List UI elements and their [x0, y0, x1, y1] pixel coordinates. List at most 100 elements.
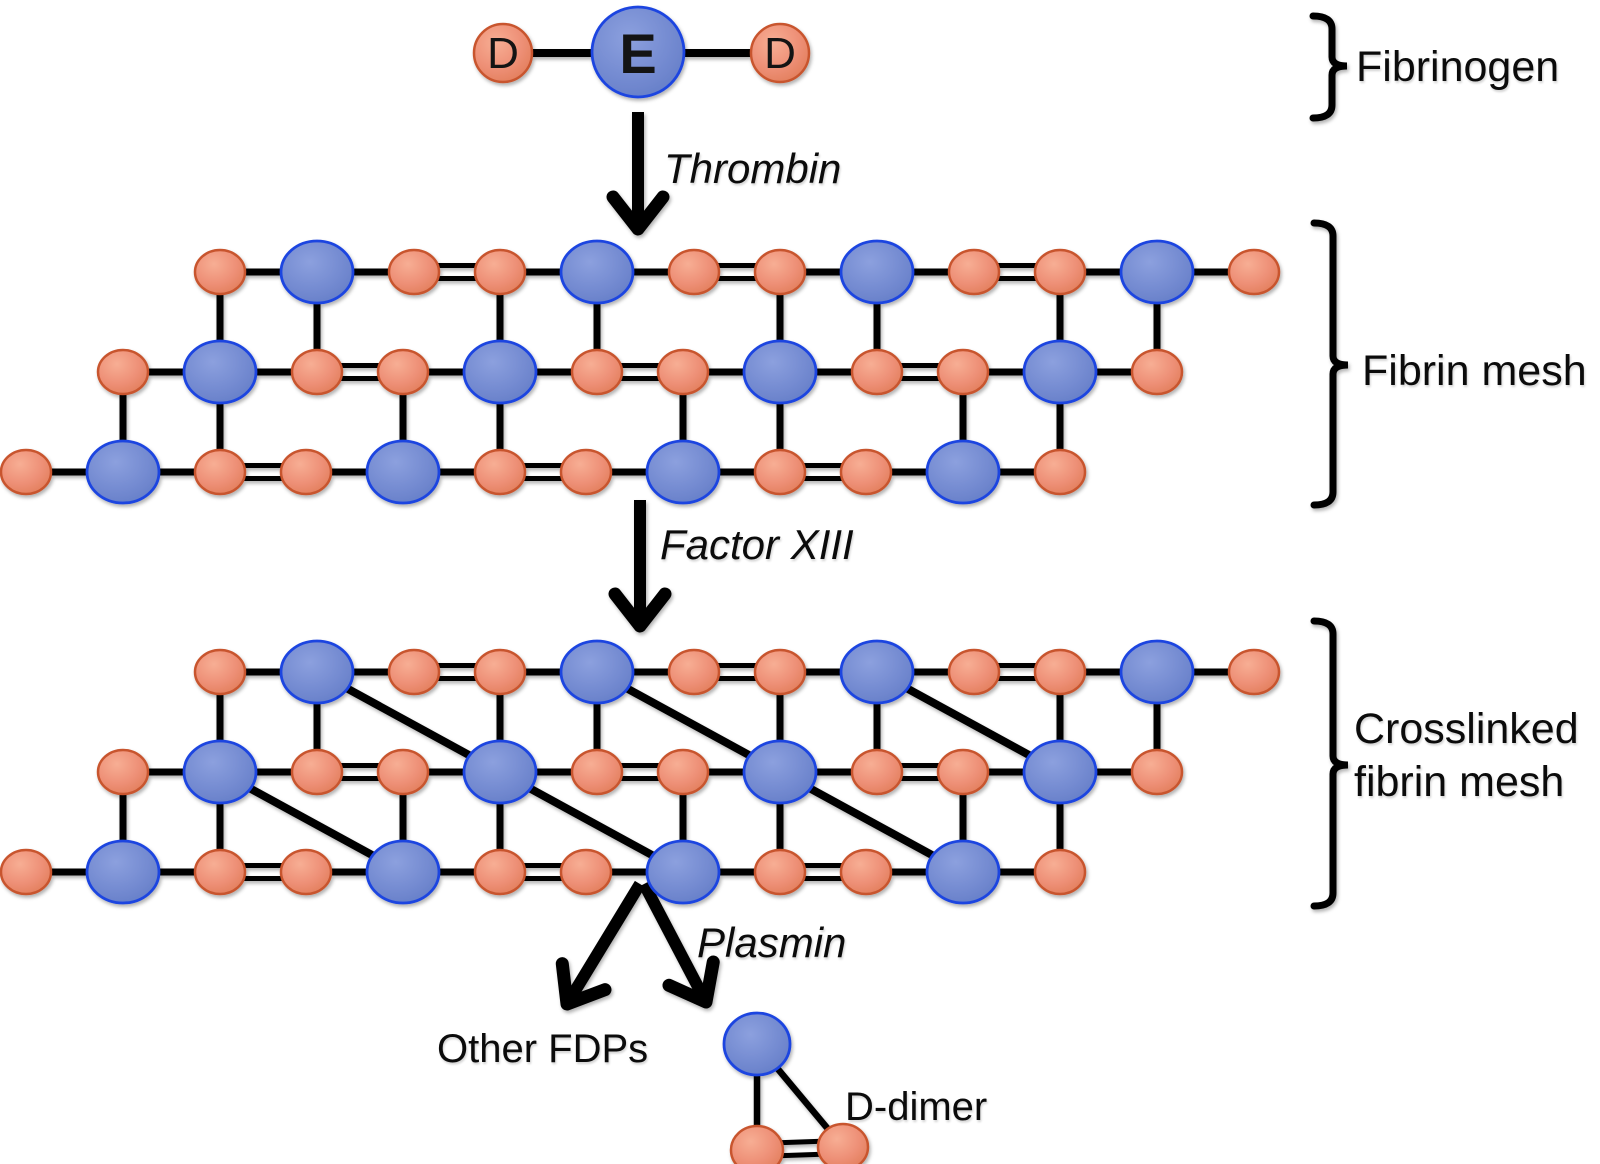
fibrin-mesh-e-node: [1022, 339, 1098, 405]
crosslinked-fibrin-mesh: [0, 639, 1281, 905]
fibrin-mesh-d-node: [1130, 348, 1184, 396]
fibrin-mesh-nodes: [0, 239, 1281, 505]
fibrin-mesh-d-node: [279, 448, 333, 496]
fibrin-mesh-d-node: [559, 448, 613, 496]
label-factor-xiii: Factor XIII: [660, 521, 854, 568]
plasmin-arrow-left-shaft: [564, 880, 646, 1003]
crosslinked-fibrin-mesh-d-node: [667, 648, 721, 696]
d-dimer-d-node: [816, 1122, 870, 1164]
crosslinked-fibrin-mesh-e-node: [839, 639, 915, 705]
fibrin-mesh-d-node: [193, 448, 247, 496]
label-other-fdps: Other FDPs: [437, 1027, 649, 1071]
label-crosslinked-line2: fibrin mesh: [1354, 758, 1565, 806]
label-crosslinked-line1: Crosslinked: [1354, 705, 1579, 753]
fibrin-mesh-d-node: [1227, 248, 1281, 296]
crosslinked-fibrin-mesh-d-node: [96, 748, 150, 796]
fibrin-mesh-bracket: [1310, 219, 1349, 509]
fibrin-mesh-e-node: [925, 439, 1001, 505]
crosslinked-fibrin-mesh-e-node: [279, 639, 355, 705]
d-dimer-d-node: [729, 1124, 785, 1164]
fibrin-mesh-e-node: [742, 339, 818, 405]
label-d-dimer: D-dimer: [845, 1085, 988, 1129]
plasmin-arrow-right-shaft: [638, 881, 709, 1001]
fibrinogen-d-left-label: D: [487, 29, 519, 78]
fibrin-mesh-e-node: [559, 239, 635, 305]
fibrin-mesh-bracket-path: [1310, 219, 1349, 509]
fibrinogen-molecule: [472, 5, 811, 99]
d-dimer-molecule: [722, 1011, 870, 1164]
fibrin-mesh-d-node: [193, 248, 247, 296]
crosslinked-fibrin-mesh-d-node: [559, 848, 613, 896]
fibrin-mesh-d-node: [96, 348, 150, 396]
crosslinked-fibrin-mesh-d-node: [1130, 748, 1184, 796]
fibrin-mesh-e-node: [85, 439, 161, 505]
crosslinked-fibrin-mesh-e-node: [365, 839, 441, 905]
fibrin-mesh-d-node: [839, 448, 893, 496]
fibrin-mesh-d-node: [387, 248, 441, 296]
fibrin-mesh-e-node: [1119, 239, 1195, 305]
fibrin-mesh-d-node: [1033, 248, 1087, 296]
thrombin-arrow-head: [606, 190, 670, 236]
fibrinogen-d-node: [749, 22, 811, 84]
fibrin-mesh-d-node: [753, 248, 807, 296]
crosslinked-fibrin-mesh-d-node: [193, 648, 247, 696]
label-plasmin: Plasmin: [697, 919, 847, 966]
fibrin-mesh-d-node: [667, 248, 721, 296]
crosslinked-fibrin-mesh-d-node: [279, 848, 333, 896]
fibrin-mesh-d-node: [570, 348, 624, 396]
crosslinked-mesh-bracket: [1310, 617, 1349, 910]
fibrin-mesh-d-node: [936, 348, 990, 396]
plasmin-arrow-left-head: [555, 957, 612, 1011]
fibrin-mesh-d-node: [850, 348, 904, 396]
fibrin-mesh-d-node: [1033, 448, 1087, 496]
fibrinogen-bracket: [1309, 12, 1348, 122]
fibrin-mesh-d-node: [0, 448, 53, 496]
crosslinked-fibrin-mesh-d-node: [387, 648, 441, 696]
crosslinked-fibrin-mesh-d-node: [473, 648, 527, 696]
crosslinked-fibrin-mesh-d-node: [473, 848, 527, 896]
crosslinked-fibrin-mesh-e-node: [462, 739, 538, 805]
crosslinked-fibrin-mesh-d-node: [1033, 848, 1087, 896]
fibrin-mesh-d-node: [376, 348, 430, 396]
crosslinked-fibrin-mesh-d-node: [656, 748, 710, 796]
fibrin-mesh-e-node: [365, 439, 441, 505]
fibrin-mesh-e-node: [462, 339, 538, 405]
crosslinked-fibrin-mesh-d-node: [1227, 648, 1281, 696]
fibrinogen-bracket-path: [1309, 12, 1348, 122]
crosslinked-fibrin-mesh-nodes: [0, 639, 1281, 905]
fibrin-mesh-d-node: [947, 248, 1001, 296]
fibrinogen-e-label: E: [619, 22, 657, 86]
crosslinked-fibrin-mesh-d-node: [570, 748, 624, 796]
fibrin-mesh-e-node: [279, 239, 355, 305]
crosslinked-fibrin-mesh-e-node: [559, 639, 635, 705]
crosslinked-fibrin-mesh-d-node: [0, 848, 53, 896]
fibrin-mesh-e-node: [645, 439, 721, 505]
fibrin-mesh-e-node: [182, 339, 258, 405]
fibrinogen-d-right-label: D: [764, 29, 796, 78]
crosslinked-fibrin-mesh-d-node: [1033, 648, 1087, 696]
fibrin-mesh-d-node: [290, 348, 344, 396]
crosslinked-fibrin-mesh-d-node: [936, 748, 990, 796]
label-fibrin-mesh: Fibrin mesh: [1362, 347, 1587, 395]
crosslinked-fibrin-mesh-e-node: [182, 739, 258, 805]
crosslinked-fibrin-mesh-d-node: [376, 748, 430, 796]
d-dimer-e-node: [722, 1011, 792, 1077]
fibrin-mesh-d-node: [753, 448, 807, 496]
crosslinked-fibrin-mesh-e-node: [1022, 739, 1098, 805]
crosslinked-fibrin-mesh-e-node: [925, 839, 1001, 905]
reaction-arrows: [555, 112, 720, 1011]
crosslinked-fibrin-mesh-e-node: [742, 739, 818, 805]
crosslinked-fibrin-mesh-d-node: [947, 648, 1001, 696]
fibrin-mesh-d-node: [473, 448, 527, 496]
crosslinked-fibrin-mesh-d-node: [290, 748, 344, 796]
fibrin-mesh: [0, 239, 1281, 505]
crosslinked-fibrin-mesh-d-node: [839, 848, 893, 896]
fibrinogen-d-node: [472, 22, 534, 84]
fibrinogen-e-node: [590, 5, 686, 99]
crosslinked-fibrin-mesh-e-node: [85, 839, 161, 905]
label-fibrinogen: Fibrinogen: [1356, 43, 1560, 91]
fibrin-mesh-d-node: [473, 248, 527, 296]
fibrin-mesh-e-node: [839, 239, 915, 305]
